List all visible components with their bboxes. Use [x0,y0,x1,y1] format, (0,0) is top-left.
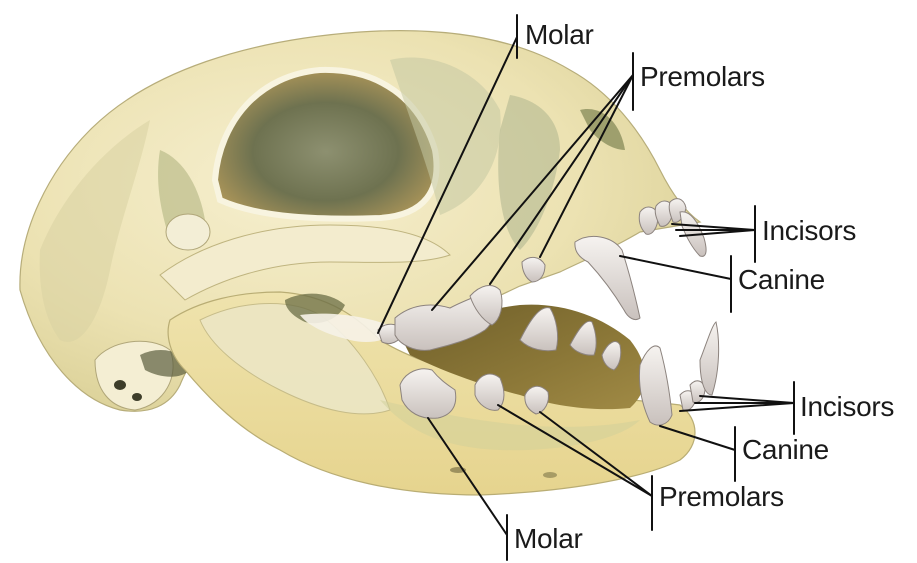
leader-upper-molar [377,36,518,334]
label-upper-incisors: Incisors [762,215,857,246]
lower-molar-tooth [399,368,457,419]
leader-upper-premolar-c [539,74,634,258]
upper-premolar-2 [521,257,546,283]
leader-lines [377,14,795,561]
label-lower-premolars: Premolars [659,481,784,512]
lower-teeth [399,307,720,426]
lower-canine-tooth [639,345,673,426]
label-lower-canine: Canine [742,434,829,465]
lower-premolar-3 [474,373,505,411]
label-lower-molar: Molar [514,523,583,554]
upper-premolar-3 [469,284,503,326]
leader-upper-premolar-b [489,74,634,285]
label-upper-premolars: Premolars [640,61,765,92]
label-lower-incisors: Incisors [800,391,895,422]
upper-canine-tooth [574,235,641,321]
label-upper-molar: Molar [525,19,594,50]
upper-teeth [377,198,707,351]
label-upper-canine: Canine [738,264,825,295]
lower-premolar-4 [524,385,549,415]
leader-upper-premolar-a [431,74,634,311]
